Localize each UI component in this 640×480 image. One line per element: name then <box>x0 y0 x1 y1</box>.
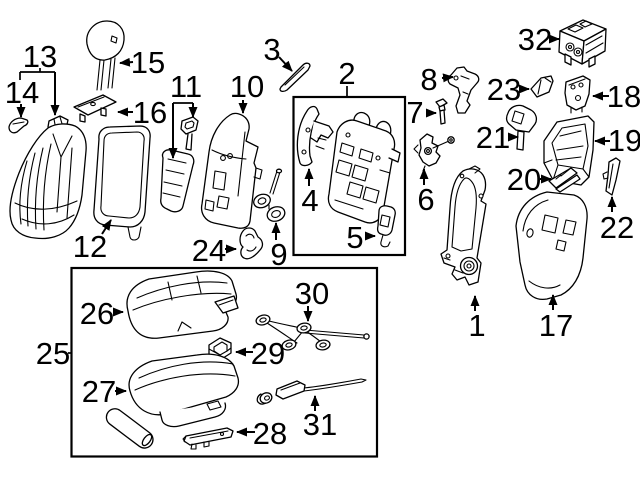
callout-7-label: 7 <box>406 95 423 130</box>
callout-16-label: 16 <box>133 95 167 130</box>
part-8-bracket <box>447 66 480 114</box>
part-11-headrest-guide <box>160 116 199 213</box>
part-6-latch <box>413 133 455 172</box>
callout-5-label: 5 <box>346 220 363 255</box>
callout-26-label: 26 <box>80 296 114 331</box>
part-14-trim-strip <box>8 117 29 134</box>
part-19-side-panel <box>543 115 595 186</box>
callout-29-label: 29 <box>251 336 285 371</box>
callout-24-label: 24 <box>192 233 226 268</box>
callout-9-label: 9 <box>270 237 287 272</box>
part-28-trim-strip-bottom <box>182 427 234 450</box>
callout-30-label: 30 <box>295 276 329 311</box>
callout-25-label: 25 <box>36 336 70 371</box>
callout-22-label: 22 <box>600 210 634 245</box>
callout-8-arrow <box>441 73 454 83</box>
part-12-seat-back-pad <box>93 125 151 241</box>
group-box-25 <box>70 266 379 458</box>
callout-31-label: 31 <box>303 407 337 442</box>
part-30-wiring-harness <box>255 314 370 351</box>
part-27-cushion-pad <box>128 353 240 428</box>
part-2-seat-back-frame <box>327 111 401 224</box>
callout-14-label: 14 <box>5 75 39 110</box>
part-21-bracket <box>505 104 538 151</box>
callout-32-label: 32 <box>518 22 552 57</box>
part-3-trim-strip <box>279 62 311 93</box>
callout-3-label: 3 <box>263 32 280 67</box>
callout-27-label: 27 <box>82 374 116 409</box>
callout-15-label: 15 <box>131 45 165 80</box>
callout-23-label: 23 <box>487 72 521 107</box>
part-23-cover-plate <box>530 75 554 98</box>
part-24-bracket <box>239 227 264 260</box>
callout-17-label: 17 <box>539 308 573 343</box>
callouts: 1234567891011121314151617181920212223242… <box>5 22 640 451</box>
part-16-headrest-bracket <box>73 94 117 123</box>
callout-8-label: 8 <box>420 62 437 97</box>
part-31-release-rod <box>256 378 367 405</box>
callout-18-label: 18 <box>607 79 640 114</box>
part-26-cushion-cover <box>126 270 239 339</box>
callout-10-label: 10 <box>230 69 264 104</box>
part-4-side-bracket <box>296 105 334 167</box>
callout-11-label: 11 <box>170 69 202 104</box>
callout-20-label: 20 <box>507 162 541 197</box>
group-boxes <box>70 95 407 458</box>
callout-13-label: 13 <box>23 39 57 74</box>
group-box-2 <box>292 95 407 257</box>
callout-2-label: 2 <box>338 56 355 91</box>
part-1-seat-frame <box>440 165 487 286</box>
part-7-bolt <box>435 98 448 125</box>
part-22-side-trim <box>602 157 621 196</box>
part-5-lock-unit <box>376 205 396 248</box>
callout-15-arrow <box>119 57 134 67</box>
callout-4-label: 4 <box>301 183 318 218</box>
callout-6-label: 6 <box>417 182 434 217</box>
part-18-mount-plate <box>564 75 591 114</box>
part-13-seat-back-cover <box>9 115 87 240</box>
callout-19-label: 19 <box>608 123 640 158</box>
part-bolster-pad <box>105 408 154 449</box>
part-9-grommets <box>253 168 286 222</box>
callout-3-arrow <box>278 56 293 72</box>
callout-12-label: 12 <box>73 229 107 264</box>
part-15-headrest <box>86 20 125 91</box>
part-17-back-panel <box>515 191 588 301</box>
callout-1-label: 1 <box>468 308 485 343</box>
callout-21-label: 21 <box>476 120 510 155</box>
part-20-trim-plate <box>548 167 581 193</box>
callout-28-label: 28 <box>253 416 287 451</box>
part-32-adjuster-unit <box>558 19 607 68</box>
callout-12-arrow <box>101 219 112 235</box>
part-10-seat-back-panel <box>200 112 263 229</box>
